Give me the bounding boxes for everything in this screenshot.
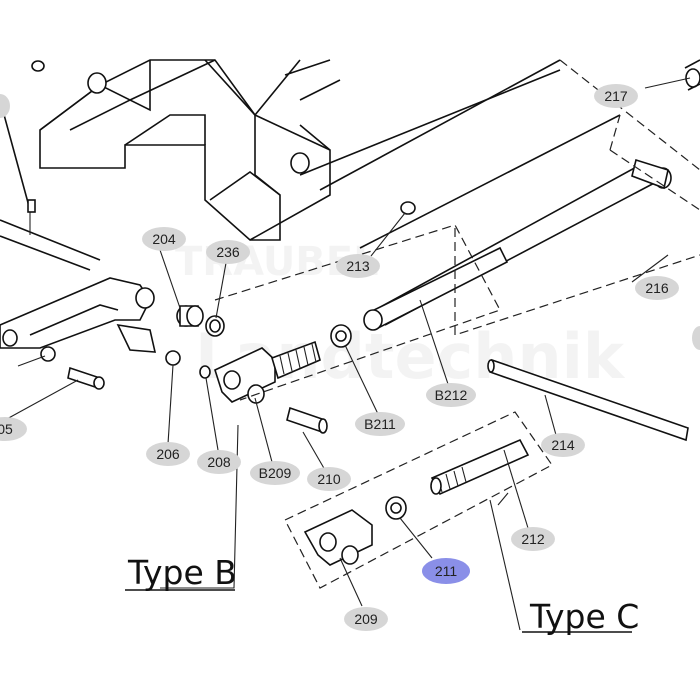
- callout-partial-right: [692, 326, 700, 350]
- svg-text:209: 209: [354, 611, 378, 627]
- callout-216[interactable]: 216: [635, 276, 679, 300]
- callout-214[interactable]: 214: [541, 433, 585, 457]
- svg-text:208: 208: [207, 454, 231, 470]
- callout-b209[interactable]: B209: [250, 461, 300, 485]
- rod-b212: [363, 246, 509, 331]
- lever-arm: [0, 99, 157, 353]
- svg-text:206: 206: [156, 446, 180, 462]
- svg-text:05: 05: [0, 421, 13, 437]
- callout-b211[interactable]: B211: [355, 412, 405, 436]
- callout-206[interactable]: 206: [146, 442, 190, 466]
- callout-b212[interactable]: B212: [426, 383, 476, 407]
- leader-lines: [4, 77, 691, 631]
- svg-text:236: 236: [216, 244, 240, 260]
- svg-text:213: 213: [346, 258, 370, 274]
- bar-214: [487, 358, 689, 442]
- svg-text:204: 204: [152, 231, 176, 247]
- callout-210[interactable]: 210: [307, 467, 351, 491]
- type-b-label: Type B: [127, 553, 237, 592]
- small-parts: [40, 201, 416, 434]
- part-callouts[interactable]: 204 236 213 217 216 206 208 B209 210 B21…: [0, 84, 700, 631]
- svg-text:B212: B212: [435, 387, 468, 403]
- type-c-label: Type C: [529, 597, 639, 636]
- svg-text:216: 216: [645, 280, 669, 296]
- svg-text:212: 212: [521, 531, 545, 547]
- svg-text:211: 211: [435, 563, 458, 579]
- svg-text:B211: B211: [364, 416, 396, 432]
- callout-213[interactable]: 213: [336, 254, 380, 278]
- svg-text:217: 217: [604, 88, 628, 104]
- frame-assembly: [31, 59, 561, 241]
- callout-209[interactable]: 209: [344, 607, 388, 631]
- svg-text:214: 214: [551, 437, 575, 453]
- callout-204[interactable]: 204: [142, 227, 186, 251]
- callout-212[interactable]: 212: [511, 527, 555, 551]
- svg-text:B209: B209: [259, 465, 292, 481]
- callout-236[interactable]: 236: [206, 240, 250, 264]
- clevis-209: [303, 438, 530, 566]
- callout-211-selected[interactable]: 211: [422, 558, 470, 584]
- svg-text:210: 210: [317, 471, 341, 487]
- callout-205[interactable]: 05: [0, 417, 27, 441]
- type-labels: Type B Type C: [125, 553, 639, 636]
- callout-217[interactable]: 217: [594, 84, 638, 108]
- callout-partial-left: [0, 94, 10, 118]
- group-outlines: [214, 59, 700, 589]
- callout-208[interactable]: 208: [197, 450, 241, 474]
